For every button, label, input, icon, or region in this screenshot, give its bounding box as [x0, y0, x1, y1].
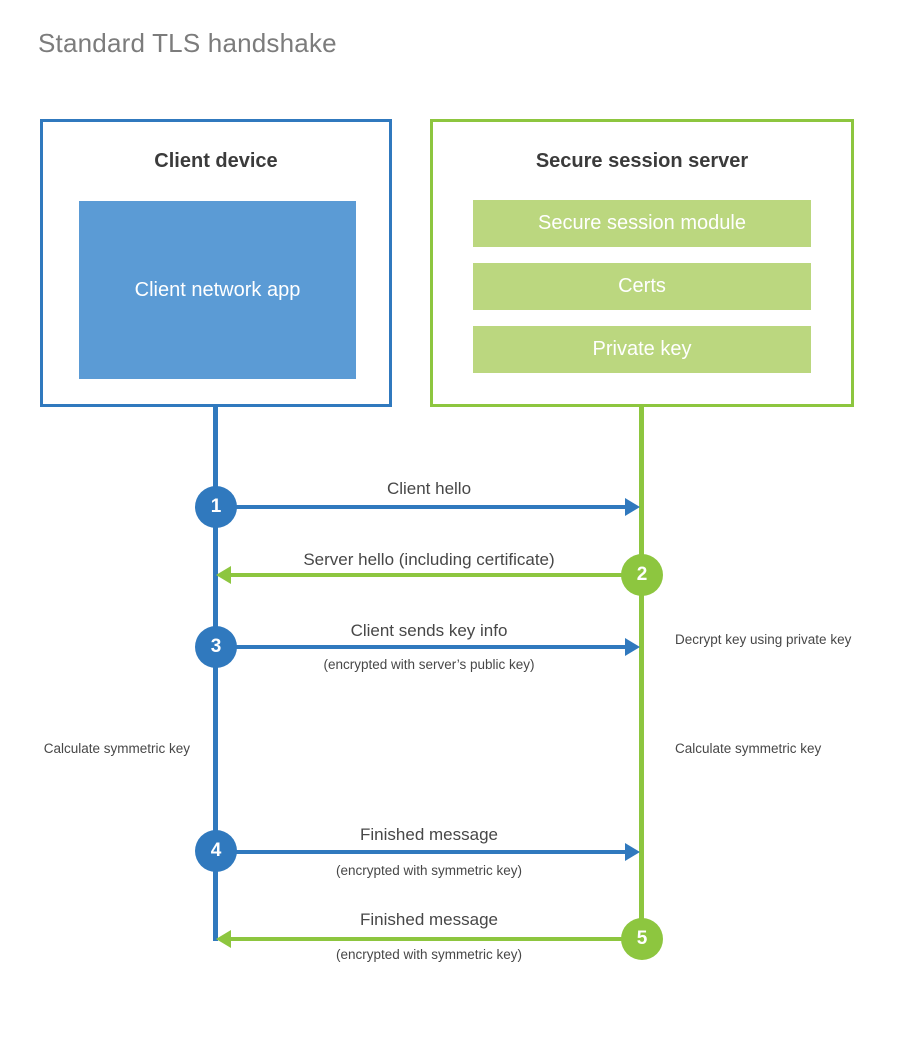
step-5-marker: 5 — [621, 918, 663, 960]
secure-session-server-box: Secure session server Secure session mod… — [430, 119, 854, 407]
step-3-arrow-head — [625, 638, 640, 656]
step-3-sublabel: (encrypted with server’s public key) — [323, 657, 535, 672]
server-module-private-key: Private key — [473, 326, 811, 373]
step-1-marker: 1 — [195, 486, 237, 528]
step-1-label: Client hello — [386, 479, 472, 498]
client-device-box: Client device Client network app — [40, 119, 392, 407]
step-5-arrow-head — [216, 930, 231, 948]
step-5-label: Finished message — [360, 910, 498, 929]
server-module-secure-session-module: Secure session module — [473, 200, 811, 247]
server-calculate-symmetric-key-note: Calculate symmetric key — [675, 741, 822, 756]
server-lifeline — [639, 405, 644, 941]
step-3-arrow-line — [216, 645, 625, 649]
step-4-label: Finished message — [360, 825, 498, 844]
step-1-arrow-head — [625, 498, 640, 516]
step-4-sublabel: (encrypted with symmetric key) — [335, 863, 523, 878]
step-3-marker: 3 — [195, 626, 237, 668]
step-2-marker: 2 — [621, 554, 663, 596]
page-title: Standard TLS handshake — [38, 28, 337, 58]
server-module-certs: Certs — [473, 263, 811, 310]
client-device-title: Client device — [154, 150, 278, 172]
step-2-arrow-line — [231, 573, 641, 577]
client-lifeline — [213, 405, 218, 941]
step-4-marker: 4 — [195, 830, 237, 872]
secure-session-server-title: Secure session server — [535, 150, 749, 172]
step-4-arrow-line — [216, 850, 625, 854]
step-5-sublabel: (encrypted with symmetric key) — [335, 947, 523, 962]
client-network-app-block: Client network app — [79, 201, 356, 379]
client-calculate-symmetric-key-note: Calculate symmetric key — [43, 741, 190, 756]
step-3-label: Client sends key info — [350, 621, 508, 640]
step-4-arrow-head — [625, 843, 640, 861]
server-decrypt-note: Decrypt key using private key — [675, 632, 852, 647]
step-5-arrow-line — [231, 937, 641, 941]
step-2-arrow-head — [216, 566, 231, 584]
step-1-arrow-line — [216, 505, 625, 509]
step-2-label: Server hello (including certificate) — [303, 550, 555, 569]
